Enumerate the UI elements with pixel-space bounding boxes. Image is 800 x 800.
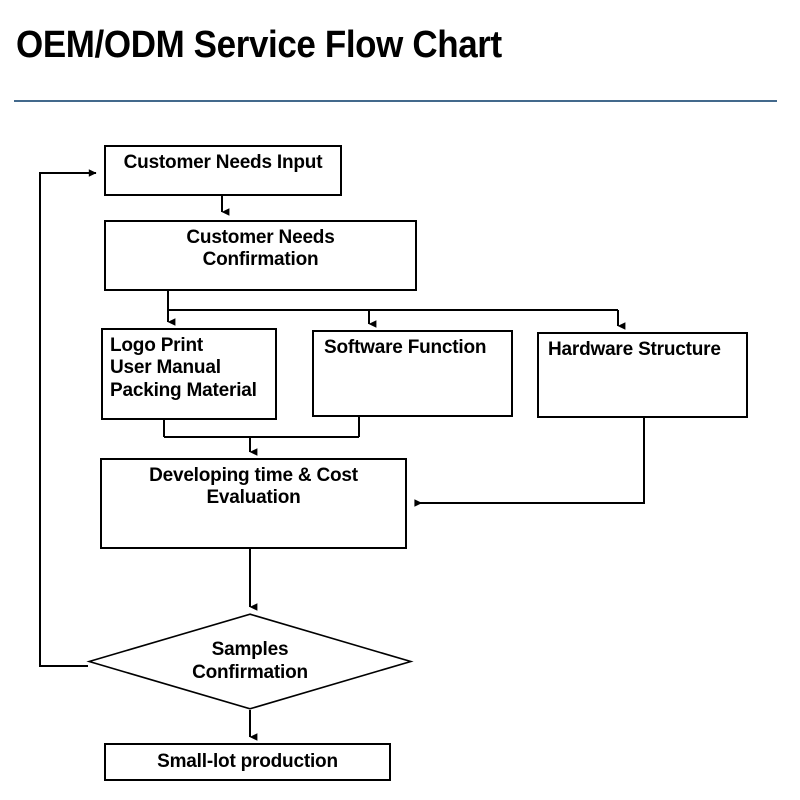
diamond-shape [86, 613, 414, 710]
edge-hardware-to-evaluation [414, 418, 645, 507]
node-customer-needs-confirmation[interactable]: Customer Needs Confirmation [104, 220, 417, 291]
node-label: Customer Needs Input [123, 152, 323, 173]
node-label-line1: Customer Needs [186, 227, 335, 248]
node-label-line1: Logo Print [110, 335, 203, 356]
node-software-function[interactable]: Software Function [312, 330, 513, 417]
node-label-line2: Evaluation [206, 487, 301, 509]
node-label-line2: Confirmation [192, 661, 308, 683]
node-customer-needs-input[interactable]: Customer Needs Input [104, 145, 342, 196]
node-small-lot-production[interactable]: Small-lot production [104, 743, 391, 781]
node-label: Software Function [324, 337, 487, 358]
node-logo-print-user-manual-packing-material[interactable]: Logo Print User Manual Packing Material [101, 328, 277, 420]
node-label: Hardware Structure [548, 339, 721, 360]
node-developing-time-cost-evaluation[interactable]: Developing time & Cost Evaluation [100, 458, 407, 549]
title-divider [14, 100, 777, 102]
node-samples-confirmation[interactable]: Samples Confirmation [86, 613, 414, 710]
node-hardware-structure[interactable]: Hardware Structure [537, 332, 748, 418]
page-title: OEM/ODM Service Flow Chart [16, 24, 502, 66]
node-label-line1: Samples [211, 638, 289, 660]
edge-samples-feedback-to-needs-input [39, 169, 97, 667]
node-label-line2: User Manual [110, 357, 221, 379]
node-label-line1: Developing time & Cost [149, 465, 358, 486]
node-label: Small-lot production [157, 751, 338, 772]
node-label-line3: Packing Material [110, 379, 257, 401]
node-label-line2: Confirmation [202, 249, 319, 271]
